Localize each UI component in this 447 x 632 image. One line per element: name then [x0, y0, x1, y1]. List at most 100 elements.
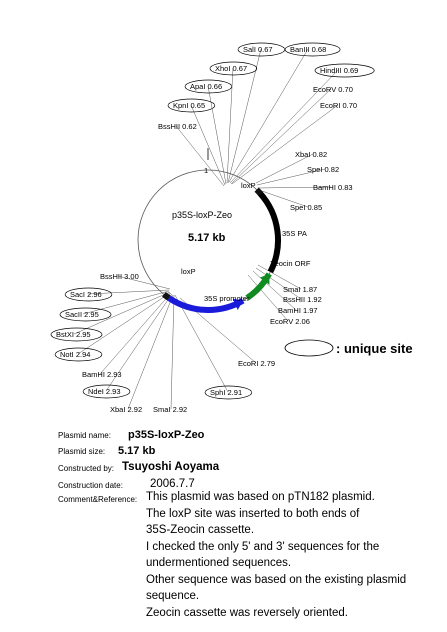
site-label: XhoI 0.67	[215, 64, 247, 73]
leader-line	[227, 48, 262, 184]
promoter-arrowhead	[233, 298, 243, 310]
leader-line	[256, 168, 326, 186]
leader-line	[231, 104, 339, 185]
unique-site-ellipse	[184, 79, 233, 94]
comment-line: The loxP site was inserted to both ends …	[146, 508, 360, 520]
unique-site-ellipse	[167, 98, 216, 113]
site-label: XbaI 0.82	[295, 150, 327, 159]
leader-line	[82, 290, 170, 315]
site-label: BamHI 1.97	[278, 306, 318, 315]
origin-label: 1	[204, 166, 208, 175]
site-label: BamHI 2.93	[82, 370, 122, 379]
comment-line: I checked the only 5' and 3' sequences f…	[146, 541, 380, 553]
site-label: SpeI 0.85	[290, 203, 322, 212]
unique-site-ellipse	[59, 307, 112, 322]
feature-label-loxp-top: loxP	[241, 181, 256, 190]
site-label: EcoRI 0.70	[320, 101, 357, 110]
leader-line	[117, 275, 171, 290]
leader-line	[99, 292, 172, 375]
feature-35s-pa	[257, 191, 282, 274]
feature-label-35s-promoter: 35S promoter	[204, 294, 250, 303]
leader-line	[207, 85, 227, 185]
size-value: 5.17 kb	[118, 445, 156, 457]
leader-line	[255, 153, 314, 184]
site-label: SacI 2.96	[70, 290, 102, 299]
site-label: BanIII 0.68	[290, 45, 326, 54]
size-label: Plasmid size:	[58, 447, 106, 456]
leader-line	[170, 294, 175, 410]
site-label: EcoRV 0.70	[313, 85, 353, 94]
leader-lines	[73, 48, 339, 410]
site-label: KpnI 0.65	[173, 101, 205, 110]
leader-line	[73, 291, 171, 335]
leader-line	[247, 274, 289, 322]
site-label: BssHII 1.92	[283, 295, 322, 304]
date-value: 2006.7.7	[150, 478, 195, 490]
comment-line: undermentioned sequences.	[146, 557, 292, 569]
unique-site-ellipse	[209, 61, 258, 76]
unique-site-ellipse	[284, 42, 341, 57]
feature-label-loxp-bottom: loxP	[181, 267, 196, 276]
leader-line	[258, 189, 309, 208]
site-label: BssHII 3.00	[100, 272, 139, 281]
comment-line: This plasmid was based on pTN182 plasmid…	[146, 491, 375, 503]
leader-line	[257, 264, 302, 290]
site-label: EcoRV 2.06	[270, 317, 310, 326]
comment-line: sequence.	[146, 590, 200, 602]
site-label: NdeI 2.93	[88, 387, 121, 396]
site-label: BstXI 2.95	[56, 330, 91, 339]
zeocin-arrowhead	[259, 273, 270, 285]
leader-line	[127, 294, 174, 410]
site-label: NotI 2.94	[60, 350, 90, 359]
comment-line: 35S-Zeocin cassette.	[146, 524, 255, 536]
leader-line	[87, 289, 170, 295]
leader-line	[175, 125, 225, 187]
legend-text: : unique site	[336, 341, 413, 356]
constructed-label: Constructed by:	[58, 464, 115, 473]
plasmid-size-center: 5.17 kb	[188, 232, 226, 244]
site-label: SacII 2.95	[65, 310, 99, 319]
site-label: SpeI 0.82	[307, 165, 339, 174]
unique-site-ellipse	[64, 287, 113, 302]
plasmid-map: 1 p35S-loxP-Zeo 5.17 kb loxP 35S PA Zeoc…	[50, 42, 413, 414]
comment-label: Comment&Reference:	[58, 495, 138, 504]
unique-site-ellipse	[314, 63, 375, 78]
plasmid-name-center: p35S-loxP-Zeo	[172, 210, 232, 220]
site-label: SphI 2.91	[210, 388, 242, 397]
name-value: p35S-loxP-Zeo	[128, 429, 205, 441]
unique-site-ellipse	[82, 384, 131, 399]
site-label: ApaI 0.66	[190, 82, 222, 91]
leader-line	[257, 186, 332, 189]
site-label: BamHI 0.83	[313, 183, 353, 192]
unique-site-ellipse	[204, 385, 253, 400]
name-label: Plasmid name:	[58, 431, 111, 440]
site-label: SmaI 2.92	[153, 405, 187, 414]
feature-loxp-top	[254, 187, 264, 197]
leader-line	[77, 292, 171, 355]
site-label: HindIII 0.69	[320, 66, 358, 75]
leader-line	[105, 293, 173, 392]
leader-line	[229, 69, 339, 184]
leader-line	[228, 48, 309, 183]
comment-line: Other sequence was based on the existing…	[146, 574, 407, 586]
site-label: SalI 0.67	[243, 45, 273, 54]
unique-site-ellipse	[54, 347, 103, 362]
unique-site-ellipse	[50, 327, 103, 342]
site-label: BssHII 0.62	[158, 122, 197, 131]
leader-line	[174, 294, 229, 393]
constructed-value: Tsuyoshi Aoyama	[122, 461, 220, 473]
leader-line	[230, 88, 332, 185]
site-label: XbaI 2.92	[110, 405, 142, 414]
feature-loxp-bottom	[162, 292, 171, 301]
date-label: Construction date:	[58, 481, 123, 490]
site-label: EcoRI 2.79	[238, 359, 275, 368]
feature-label-zeocin: Zeocin ORF	[270, 259, 311, 268]
feature-label-35s-pa: 35S PA	[282, 229, 307, 238]
leader-line	[255, 267, 302, 300]
legend-ellipse	[284, 339, 334, 357]
site-label: SmaI 1.87	[283, 285, 317, 294]
comment-line: Zeocin cassette was reversely oriented.	[146, 607, 348, 619]
feature-35s-promoter	[167, 295, 245, 313]
leader-line	[190, 104, 226, 186]
